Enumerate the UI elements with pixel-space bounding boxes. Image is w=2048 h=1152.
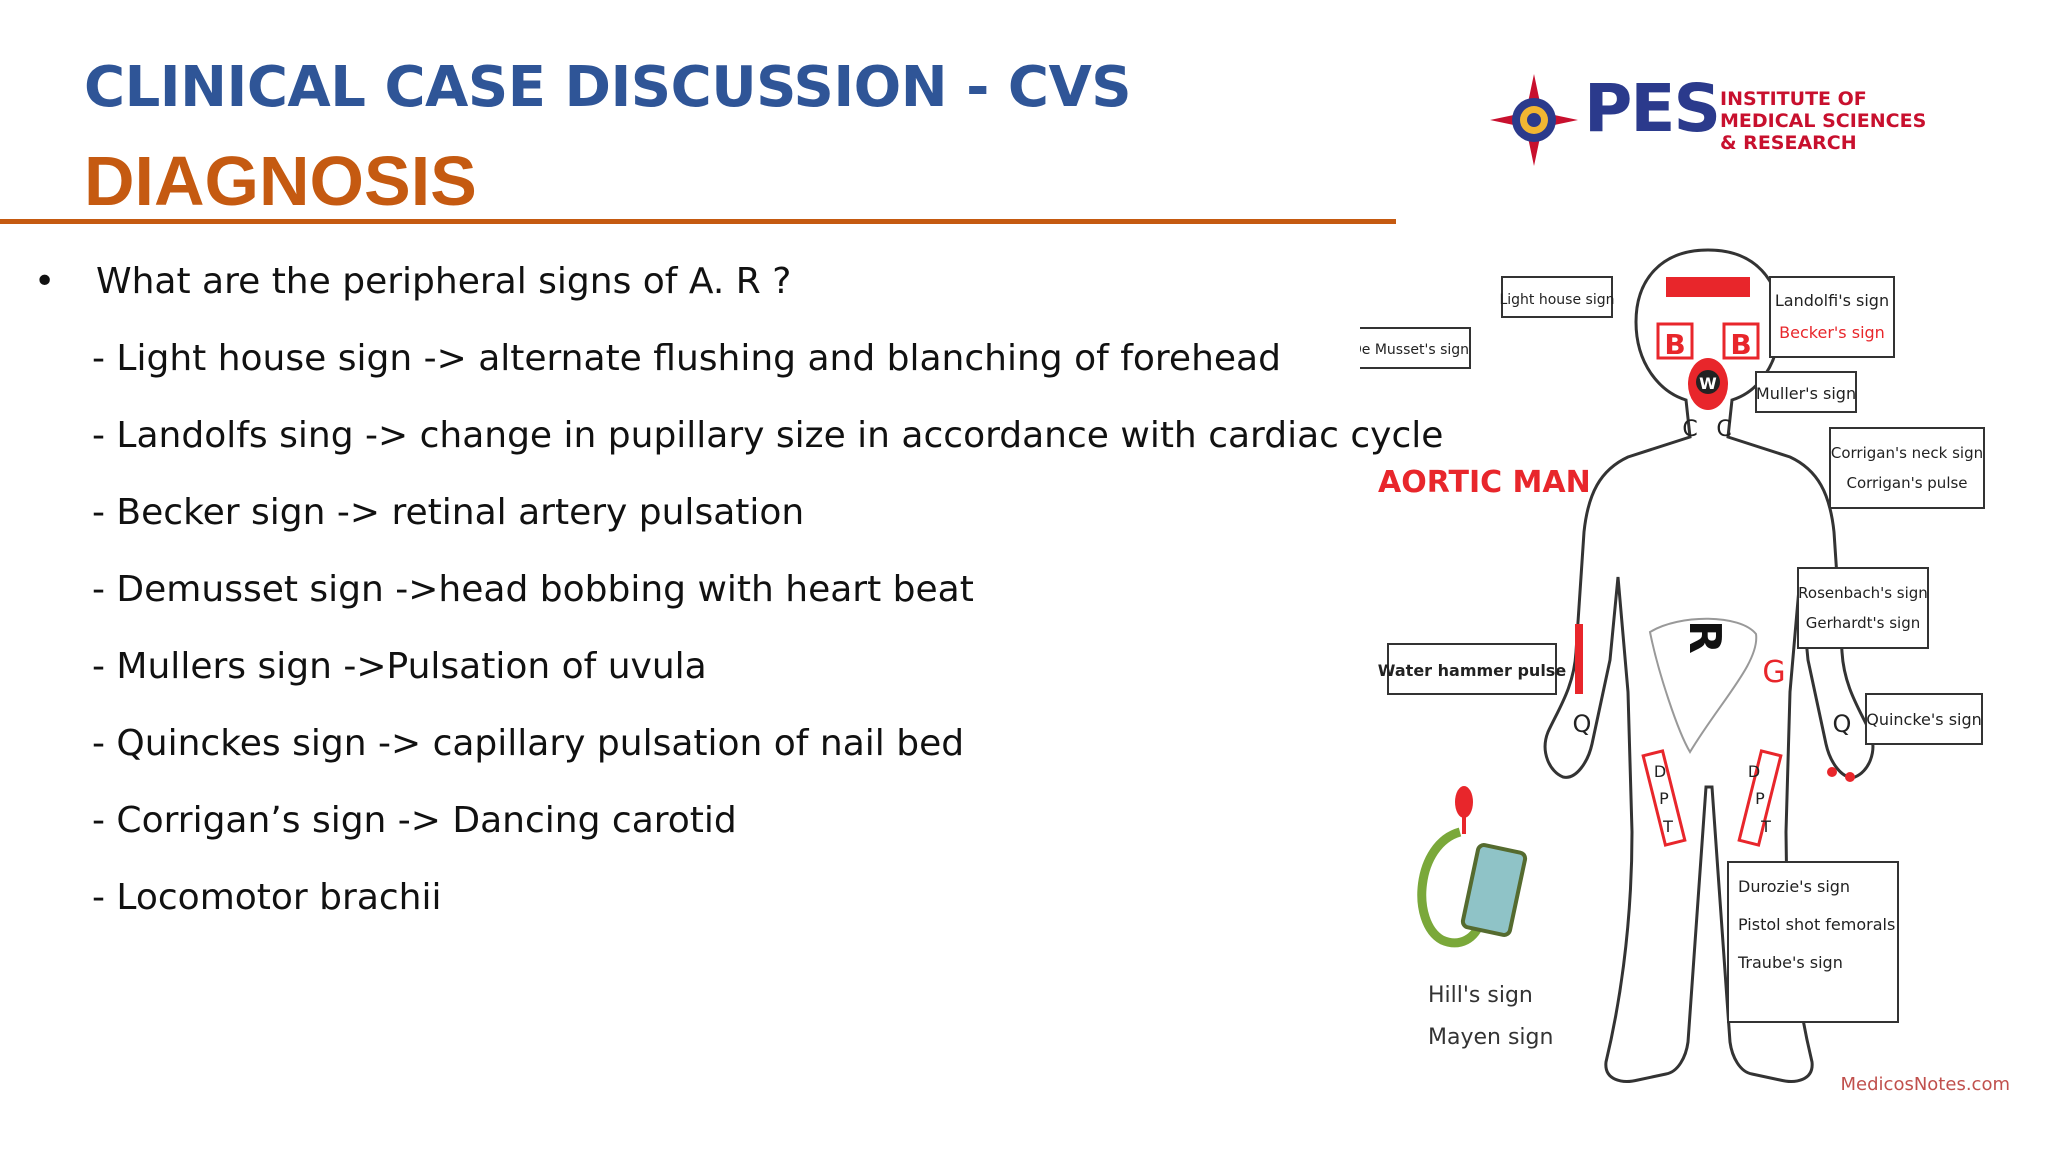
label-corrigan-neck: Corrigan's neck sign xyxy=(1831,444,1983,462)
list-item: - Light house sign -> alternate flushing… xyxy=(92,338,1281,379)
fingertip-dot xyxy=(1845,772,1855,782)
list-item: - Corrigan’s sign -> Dancing carotid xyxy=(92,800,737,841)
slide-title: CLINICAL CASE DISCUSSION - CVS xyxy=(84,55,1132,120)
list-item: - Mullers sign ->Pulsation of uvula xyxy=(92,646,707,687)
uvula-circle xyxy=(1696,370,1720,394)
list-item: - Locomotor brachii xyxy=(92,877,442,918)
liver-shape xyxy=(1648,617,1758,754)
watermark: MedicosNotes.com xyxy=(1841,1074,2010,1095)
left-carotid-letter: C xyxy=(1682,417,1697,442)
left-thigh-p: P xyxy=(1659,789,1669,808)
logo-institute-name: INSTITUTE OF MEDICAL SCIENCES & RESEARCH xyxy=(1720,88,1926,154)
aortic-man-figure: B B W C C R G Q Q D P T D P T AORTIC MAN xyxy=(1349,232,2020,1112)
list-item: - Demusset sign ->head bobbing with hear… xyxy=(92,569,974,610)
label-quincke: Quincke's sign xyxy=(1866,710,1982,729)
left-thigh-d: D xyxy=(1654,762,1666,781)
label-mayen: Mayen sign xyxy=(1428,1025,1553,1050)
forehead-flush-bar xyxy=(1666,277,1750,297)
list-item: - Landolfs sing -> change in pupillary s… xyxy=(92,415,1444,456)
right-carotid-letter: C xyxy=(1716,417,1731,442)
list-item: - Quinckes sign -> capillary pulsation o… xyxy=(92,723,965,764)
list-item: - Becker sign -> retinal artery pulsatio… xyxy=(92,492,805,533)
question-text: What are the peripheral signs of A. R ? xyxy=(96,261,792,302)
right-thigh-p: P xyxy=(1755,789,1765,808)
label-gerhardt: Gerhardt's sign xyxy=(1806,614,1920,632)
left-eye-letter: B xyxy=(1664,328,1685,361)
left-eye-box xyxy=(1656,322,1694,360)
label-muller: Muller's sign xyxy=(1756,384,1856,403)
question-bullet: • What are the peripheral signs of A. R ? xyxy=(30,258,1370,335)
sphygmomanometer-icon xyxy=(1417,786,1528,948)
uvula-letter: W xyxy=(1699,374,1717,393)
right-thigh-d: D xyxy=(1748,762,1760,781)
body-outline xyxy=(1543,248,1875,1083)
fingertip-dot xyxy=(1827,767,1837,777)
label-hill: Hill's sign xyxy=(1428,983,1533,1008)
left-thigh-bar xyxy=(1641,749,1687,847)
title-divider xyxy=(0,219,1396,224)
logo-line: MEDICAL SCIENCES xyxy=(1720,110,1927,132)
figure-heading: AORTIC MAN xyxy=(1378,465,1591,500)
left-wrist-letter: Q xyxy=(1573,710,1592,738)
right-wrist-letter: Q xyxy=(1833,710,1852,738)
bullet-icon: • xyxy=(34,261,56,302)
label-rosenbach: Rosenbach's sign xyxy=(1798,584,1928,602)
label-duroziez: Durozie's sign xyxy=(1738,877,1850,896)
right-eye-box xyxy=(1722,322,1760,360)
label-corrigan-pulse: Corrigan's pulse xyxy=(1846,474,1967,492)
label-landolfi: Landolfi's sign xyxy=(1775,291,1889,310)
aortic-man-diagram: B B W C C R G Q Q D P T D P T AORTIC MAN xyxy=(1349,248,2010,1095)
right-side-letter: R xyxy=(1679,620,1730,654)
right-thigh-bar xyxy=(1737,749,1783,847)
institute-logo: PES INSTITUTE OF MEDICAL SCIENCES & RESE… xyxy=(1488,72,1938,168)
arm-pulse-bar xyxy=(1575,624,1583,694)
label-water-hammer: Water hammer pulse xyxy=(1378,661,1567,680)
label-light-house: Light house sign xyxy=(1499,292,1614,308)
label-de-musset: De Musset's sign xyxy=(1360,342,1469,358)
right-eye-letter: B xyxy=(1730,328,1751,361)
bullet-list: • What are the peripheral signs of A. R ?… xyxy=(30,258,1444,951)
logo-line: & RESEARCH xyxy=(1720,132,1857,154)
right-thigh-t: T xyxy=(1760,817,1771,836)
label-pistol-shot: Pistol shot femorals xyxy=(1738,915,1895,934)
spleen-letter: G xyxy=(1762,655,1785,690)
slide-subtitle: DIAGNOSIS xyxy=(84,142,477,220)
left-thigh-t: T xyxy=(1662,817,1673,836)
logo-brand: PES xyxy=(1584,70,1721,147)
logo-line: INSTITUTE OF xyxy=(1720,88,1867,110)
label-traube: Traube's sign xyxy=(1737,953,1843,972)
label-becker: Becker's sign xyxy=(1779,323,1885,342)
compass-emblem-icon xyxy=(1490,74,1578,166)
